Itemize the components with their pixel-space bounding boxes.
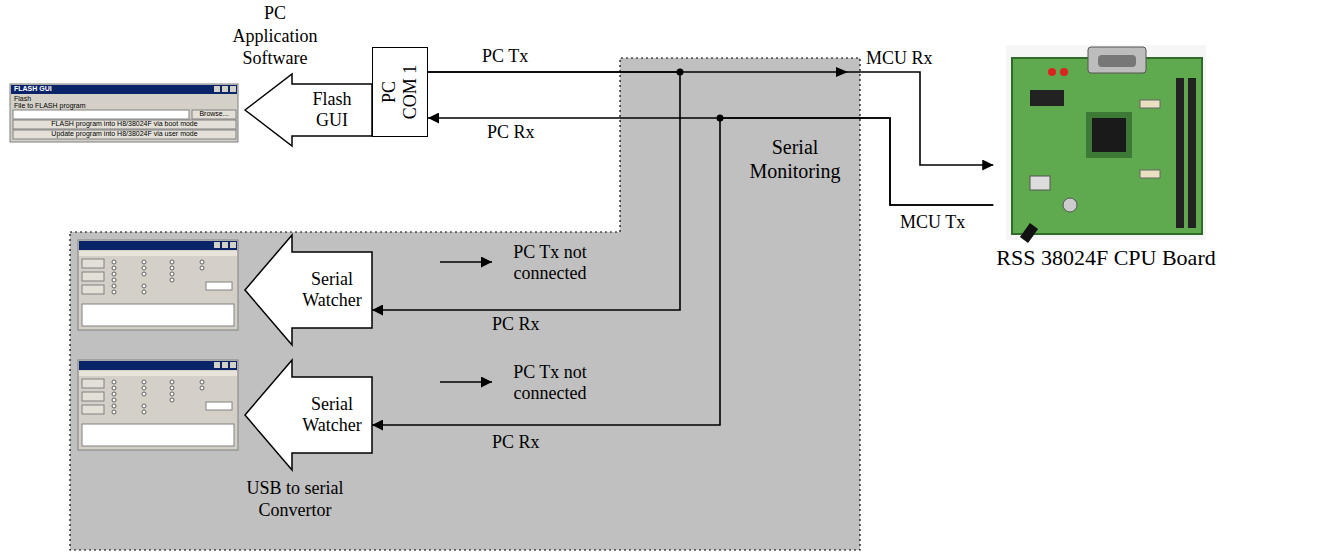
flash-gui-window-part <box>214 86 220 92</box>
cpu-board-photo-part <box>1030 176 1050 190</box>
flash-gui-window-part <box>192 110 236 119</box>
signal-name: MCU Tx <box>900 212 965 233</box>
cpu-board-photo-part <box>1012 58 1202 234</box>
text-holder: PC Application Software <box>220 2 330 70</box>
flash-gui-arrow-label: Flash GUI <box>295 89 369 130</box>
cpu-board-photo-part <box>1006 45 1206 240</box>
signal-label: PC Tx <box>480 46 530 67</box>
text-holder: MCU Tx <box>900 212 965 233</box>
text-holder: FLASH program into H8/38024F via boot mo… <box>13 120 236 128</box>
window-title: FLASH GUI <box>14 85 52 93</box>
text-holder: File to FLASH program <box>14 102 86 110</box>
signal-label: PC Rx <box>490 432 542 453</box>
flash-gui-arrow-shape <box>245 74 372 146</box>
flash-gui-arrow-text-holder: Flash GUI <box>295 89 369 130</box>
serial-watcher-arrow-text-holder: Serial Watcher <box>295 269 369 310</box>
signal-label-holder: PC Rx <box>490 432 542 453</box>
cpu-board-photo <box>1006 45 1206 240</box>
cpu-board-photo-part <box>1188 78 1196 228</box>
text-holder: Browse... <box>192 110 236 118</box>
cpu-board-photo-part <box>1176 78 1184 228</box>
cpu-board: RSS 38024F CPU Board <box>993 40 1218 275</box>
serial-watcher-arrow: Serial Watcher <box>245 235 372 345</box>
flash-gui-window-part <box>222 86 228 92</box>
cpu-board-photo-part <box>1140 100 1160 108</box>
button-label: Update program into H8/38024F via user m… <box>13 130 236 138</box>
serial-watcher-arrow-shape <box>245 235 372 345</box>
text-holder: MCU Rx <box>866 48 933 69</box>
serial-watcher-arrow-text-holder: Serial Watcher <box>295 394 369 435</box>
signal-name: MCU Rx <box>866 48 933 69</box>
cpu-board-label: RSS 38024F CPU Board <box>996 245 1215 271</box>
unconnected-arrow <box>440 261 492 263</box>
cpu-board-photo-part <box>1024 226 1034 240</box>
serial-watcher-window <box>78 360 238 450</box>
note-text: PC Tx not connected <box>498 362 602 403</box>
flash-gui-arrow: Flash GUI <box>245 74 372 146</box>
cpu-board-photo-part <box>1088 47 1146 73</box>
serial-watcher-arrow-shape <box>245 360 372 470</box>
software-caption: PC Application Software <box>220 2 330 70</box>
menu-item: Flash <box>14 95 31 103</box>
cpu-board-photo-part <box>1140 170 1160 178</box>
signal-label: PC Rx <box>490 314 542 335</box>
flash-gui-window-part <box>11 85 237 94</box>
serial-watcher-arrow-label: Serial Watcher <box>295 269 369 310</box>
button-label: Browse... <box>192 110 236 118</box>
flash-gui-window-part <box>13 120 236 129</box>
text-holder: FLASH GUI <box>14 85 52 93</box>
monitoring-region-text-holder: Serial Monitoring <box>735 135 855 183</box>
signal-label: PC Rx <box>485 122 537 143</box>
serial-watcher-arrow-label: Serial Watcher <box>295 394 369 435</box>
flash-gui-window-part <box>10 84 238 142</box>
serial-watcher-arrow: Serial Watcher <box>245 360 372 470</box>
cpu-board-photo-part <box>1060 68 1068 76</box>
field-label: File to FLASH program <box>14 102 86 110</box>
cpu-board-photo-part <box>1092 118 1126 152</box>
text-holder: PC Tx not connected <box>498 362 602 403</box>
monitoring-region-label: Serial Monitoring <box>735 135 855 183</box>
cpu-board-photo-part <box>1063 198 1077 212</box>
flash-gui-window-part <box>230 86 236 92</box>
text-holder: PC Tx not connected <box>498 242 602 283</box>
flash-gui-arrow-outline <box>245 74 372 146</box>
cpu-board-text-holder: RSS 38024F CPU Board <box>993 245 1218 271</box>
serial-watcher-window <box>78 240 238 330</box>
flash-gui-window-part <box>13 130 236 139</box>
com-port-box: PC COM 1 <box>372 47 428 137</box>
button-label: FLASH program into H8/38024F via boot mo… <box>13 120 236 128</box>
text-holder: Update program into H8/38024F via user m… <box>13 130 236 138</box>
com-port-box-text-holder: PC COM 1 <box>379 61 420 123</box>
signal-label-holder: PC Tx <box>480 46 530 67</box>
com-port-box-label: PC COM 1 <box>379 61 420 123</box>
converter-caption: USB to serial Convertor <box>230 478 360 521</box>
text-holder: USB to serial Convertor <box>230 478 360 521</box>
cpu-board-photo-part <box>1098 55 1136 67</box>
flash-gui-window <box>10 84 238 142</box>
text-holder: Flash <box>14 95 31 103</box>
signal-label-holder: PC Rx <box>490 314 542 335</box>
flash-gui-window-part <box>13 110 189 119</box>
cpu-board-photo-part <box>1086 112 1132 158</box>
note-text: PC Tx not connected <box>498 242 602 283</box>
cpu-board-photo-part <box>1048 68 1056 76</box>
unconnected-arrow <box>440 381 492 383</box>
signal-label-holder: PC Rx <box>485 122 537 143</box>
cpu-board-photo-part <box>1030 90 1064 106</box>
